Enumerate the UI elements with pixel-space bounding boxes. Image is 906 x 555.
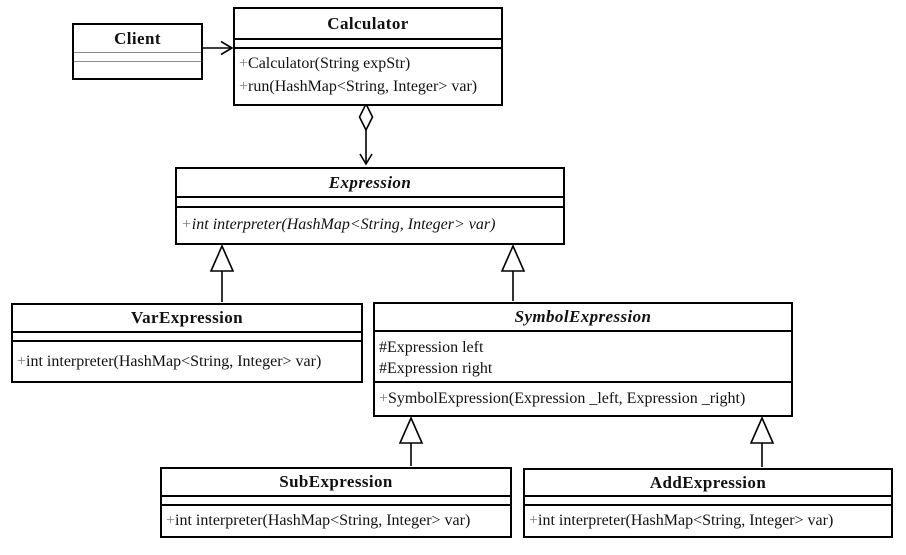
class-title: Client bbox=[74, 25, 201, 53]
class-title: VarExpression bbox=[13, 305, 361, 333]
method-row: +int interpreter(HashMap<String, Integer… bbox=[177, 214, 563, 235]
aggregation-diamond bbox=[358, 102, 374, 132]
class-title: SubExpression bbox=[162, 469, 510, 497]
class-box-client: Client bbox=[72, 23, 203, 80]
visibility-marker: # bbox=[379, 360, 387, 377]
class-title: Calculator bbox=[235, 9, 501, 40]
attributes-compartment bbox=[235, 40, 501, 49]
visibility-marker: + bbox=[239, 55, 249, 72]
attributes-compartment bbox=[13, 333, 361, 342]
attributes-compartment bbox=[74, 53, 201, 62]
method-row: +int interpreter(HashMap<String, Integer… bbox=[162, 510, 510, 531]
visibility-marker: + bbox=[239, 78, 249, 95]
inheritance-triangle bbox=[398, 416, 424, 444]
inheritance-triangle bbox=[500, 244, 526, 272]
methods-compartment: +int interpreter(HashMap<String, Integer… bbox=[13, 342, 361, 381]
generalization-subexpression-symbolexpression bbox=[398, 416, 424, 466]
generalization-symbolexpression-expression bbox=[500, 244, 526, 301]
class-title: SymbolExpression bbox=[375, 304, 791, 332]
visibility-marker: + bbox=[181, 216, 192, 233]
attributes-compartment bbox=[525, 497, 891, 506]
method-row: +Calculator(String expStr) bbox=[235, 52, 501, 75]
attribute-row: #Expression right bbox=[375, 358, 791, 379]
method-text: int interpreter(HashMap<String, Integer>… bbox=[191, 216, 496, 233]
methods-compartment: +int interpreter(HashMap<String, Integer… bbox=[162, 506, 510, 536]
attribute-row: #Expression left bbox=[375, 337, 791, 358]
class-box-calculator: Calculator +Calculator(String expStr) +r… bbox=[233, 7, 503, 106]
method-row: +run(HashMap<String, Integer> var) bbox=[235, 75, 501, 98]
association-client-calculator bbox=[203, 40, 234, 56]
attribute-text: Expression right bbox=[387, 360, 493, 377]
visibility-marker: + bbox=[529, 512, 539, 529]
class-box-addexpression: AddExpression +int interpreter(HashMap<S… bbox=[523, 468, 893, 538]
method-text: int interpreter(HashMap<String, Integer>… bbox=[175, 512, 471, 529]
class-box-symbolexpression: SymbolExpression #Expression left #Expre… bbox=[373, 302, 793, 417]
method-row: +SymbolExpression(Expression _left, Expr… bbox=[375, 388, 791, 409]
method-text: SymbolExpression(Expression _left, Expre… bbox=[388, 390, 746, 407]
methods-compartment: +SymbolExpression(Expression _left, Expr… bbox=[375, 383, 791, 415]
methods-compartment bbox=[74, 62, 201, 78]
visibility-marker: + bbox=[17, 353, 27, 370]
method-row: +int interpreter(HashMap<String, Integer… bbox=[525, 510, 891, 531]
class-box-expression: Expression +int interpreter(HashMap<Stri… bbox=[175, 167, 565, 245]
generalization-varexpression-expression bbox=[209, 244, 235, 302]
class-title: Expression bbox=[177, 169, 563, 198]
attribute-text: Expression left bbox=[387, 339, 484, 356]
method-text: int interpreter(HashMap<String, Integer>… bbox=[26, 353, 322, 370]
method-text: int interpreter(HashMap<String, Integer>… bbox=[538, 512, 834, 529]
class-box-varexpression: VarExpression +int interpreter(HashMap<S… bbox=[11, 303, 363, 383]
generalization-addexpression-symbolexpression bbox=[749, 416, 775, 467]
aggregation-calculator-expression bbox=[358, 102, 374, 166]
attributes-compartment bbox=[177, 198, 563, 208]
visibility-marker: # bbox=[379, 339, 387, 356]
methods-compartment: +int interpreter(HashMap<String, Integer… bbox=[525, 506, 891, 536]
inheritance-triangle bbox=[209, 244, 235, 272]
method-row: +int interpreter(HashMap<String, Integer… bbox=[13, 351, 361, 372]
visibility-marker: + bbox=[166, 512, 176, 529]
attributes-compartment bbox=[162, 497, 510, 506]
class-box-subexpression: SubExpression +int interpreter(HashMap<S… bbox=[160, 467, 512, 538]
method-text: Calculator(String expStr) bbox=[248, 55, 411, 72]
inheritance-triangle bbox=[749, 416, 775, 444]
attributes-compartment: #Expression left #Expression right bbox=[375, 332, 791, 383]
methods-compartment: +int interpreter(HashMap<String, Integer… bbox=[177, 208, 563, 243]
visibility-marker: + bbox=[379, 390, 389, 407]
methods-compartment: +Calculator(String expStr) +run(HashMap<… bbox=[235, 49, 501, 104]
method-text: run(HashMap<String, Integer> var) bbox=[248, 78, 478, 95]
class-title: AddExpression bbox=[525, 470, 891, 497]
